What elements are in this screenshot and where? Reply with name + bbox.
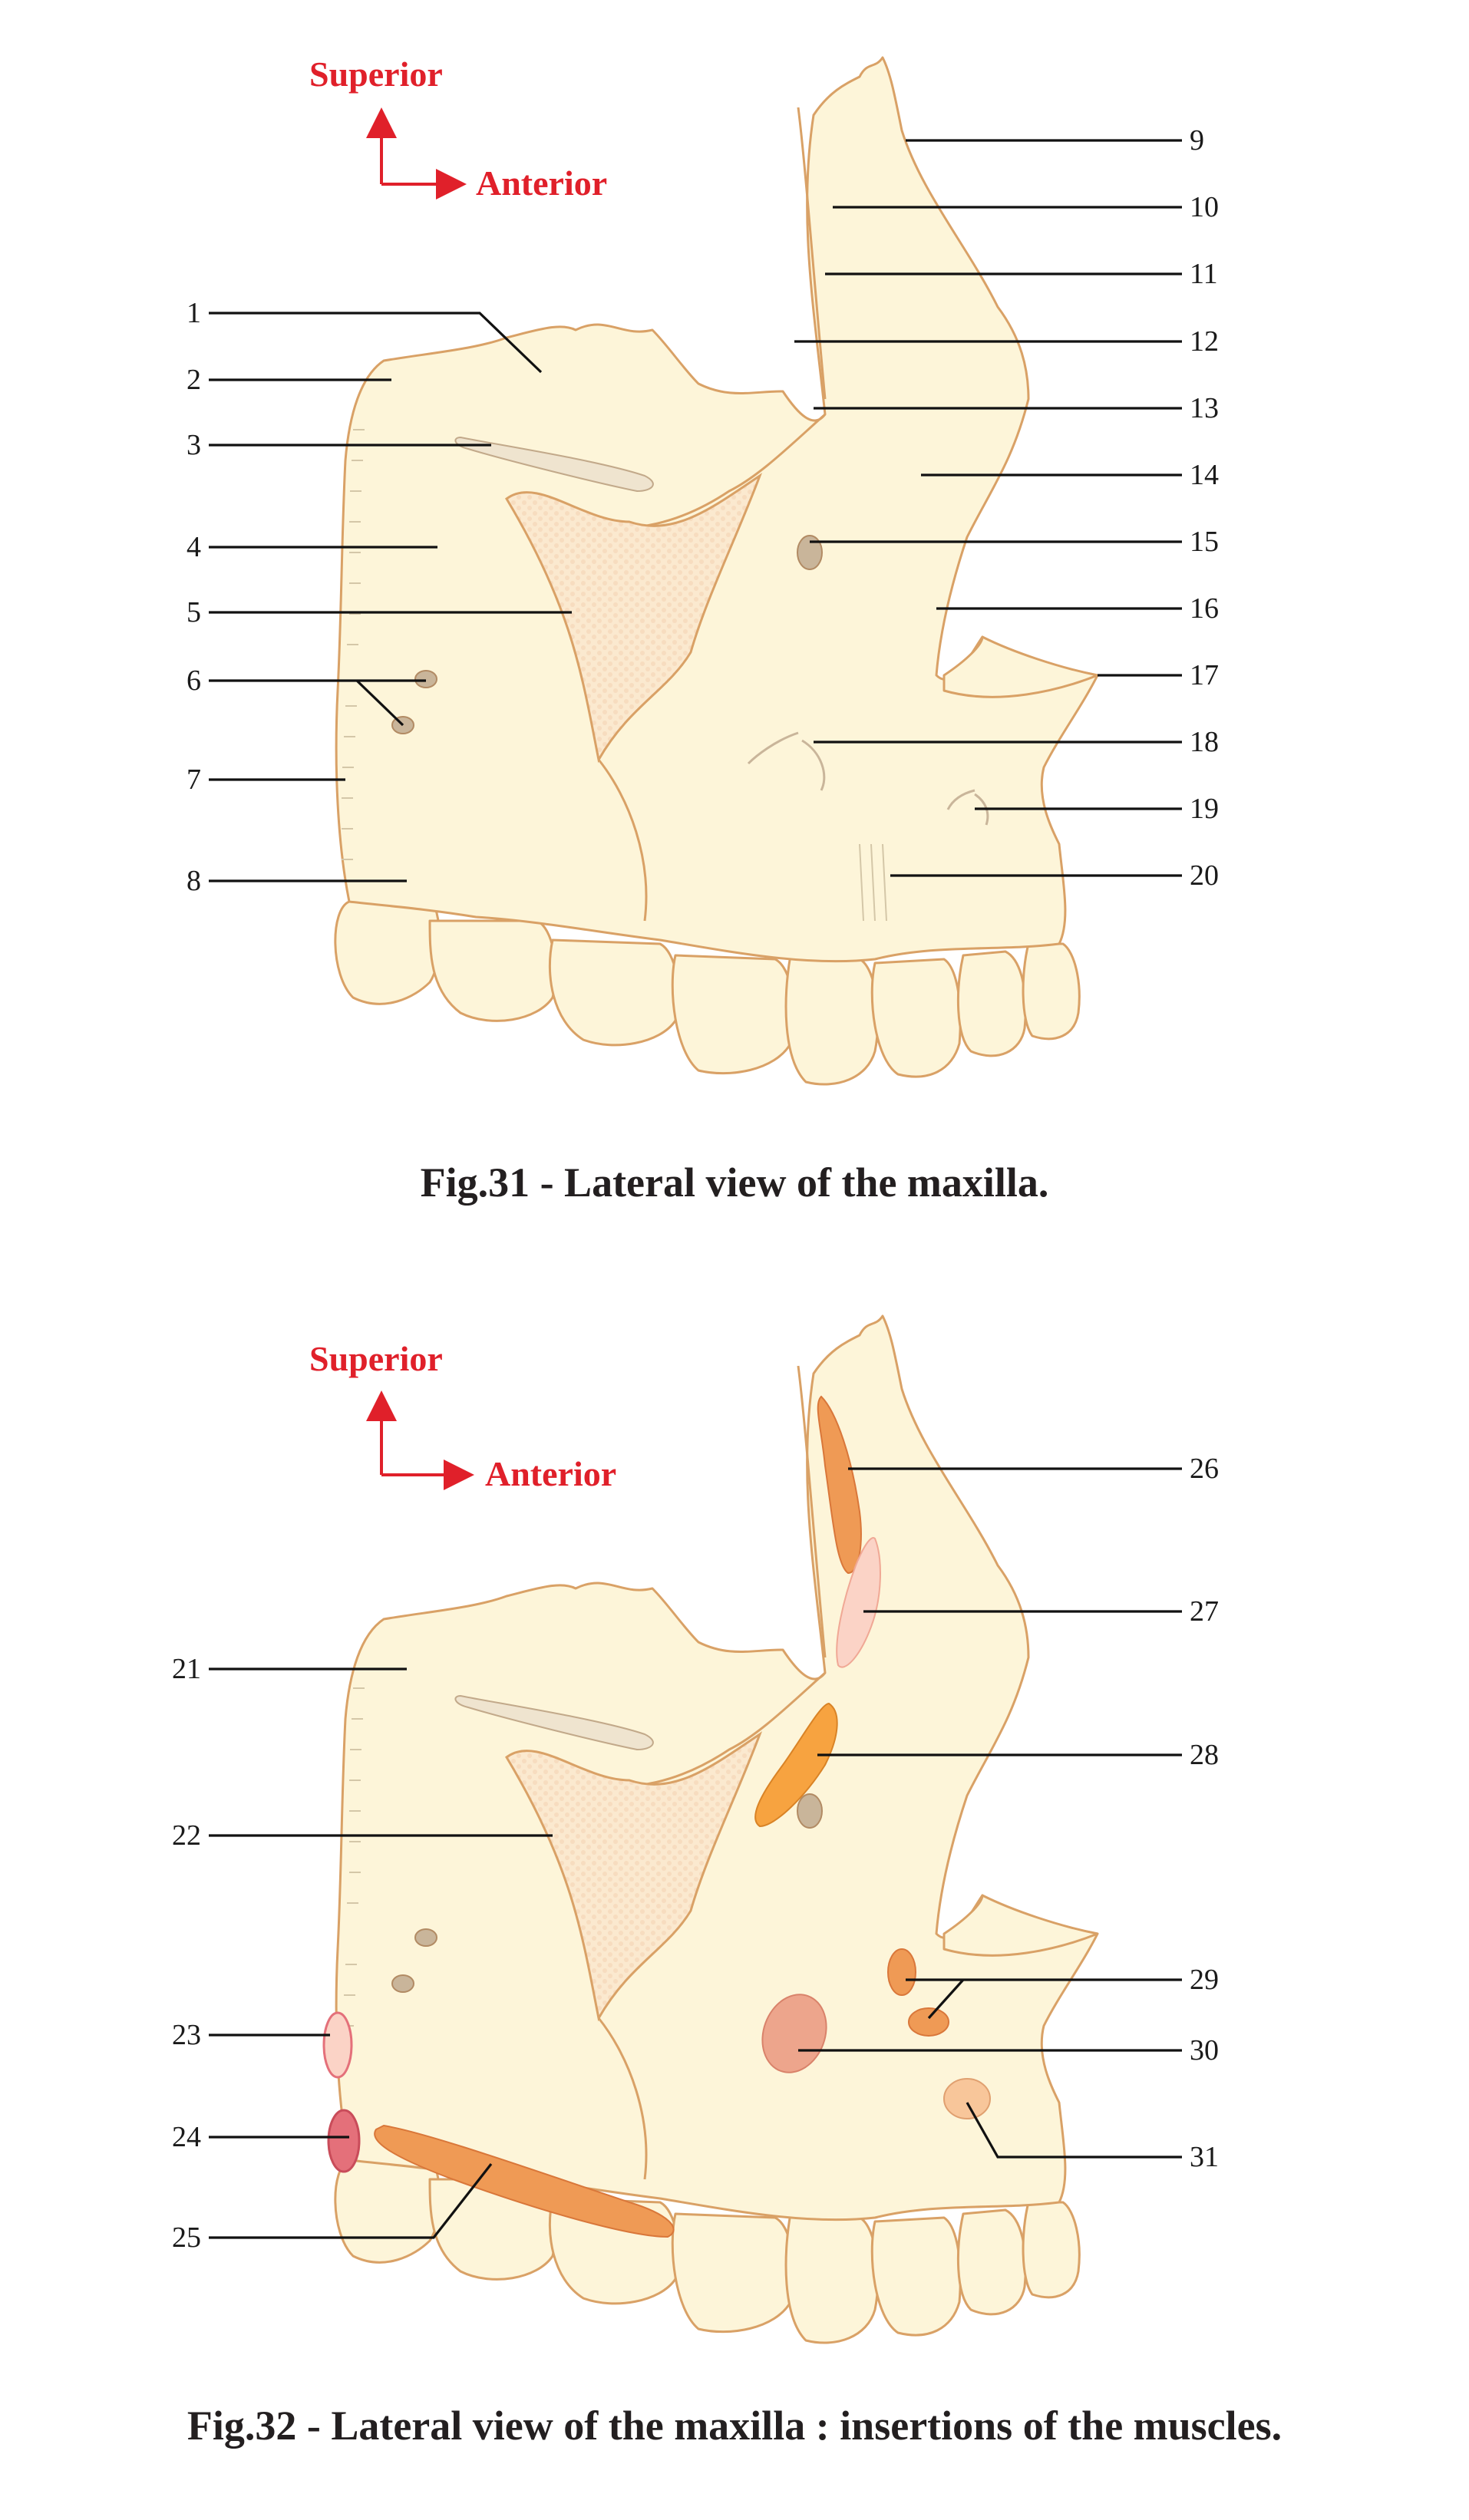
label-29: 29 (1190, 1964, 1219, 1996)
insertion-24 (327, 2109, 361, 2173)
figure-31-caption: Fig.31 - Lateral view of the maxilla. (420, 1159, 1049, 1206)
superior-label: Superior (309, 54, 443, 94)
label-25: 25 (172, 2221, 201, 2254)
label-23: 23 (172, 2019, 201, 2051)
label-19: 19 (1190, 793, 1219, 825)
label-4: 4 (187, 531, 201, 563)
label-21: 21 (172, 1653, 201, 1685)
insertion-28 (754, 1702, 838, 1828)
orientation-indicator-2: Superior Anterior (309, 1339, 616, 1493)
label-2: 2 (187, 364, 201, 396)
groove (454, 436, 654, 493)
label-11: 11 (1190, 258, 1218, 290)
teeth-2 (334, 2151, 1081, 2344)
anterior-label-2: Anterior (485, 1454, 616, 1493)
insertion-29b (908, 2007, 949, 2037)
label-1: 1 (187, 297, 201, 329)
label-7: 7 (187, 764, 201, 796)
label-31: 31 (1190, 2141, 1219, 2173)
muscle-insertions (322, 1395, 991, 2238)
label-17: 17 (1190, 659, 1219, 691)
number-labels-31: 1 2 3 4 5 6 7 8 9 10 11 12 13 14 15 16 1… (187, 124, 1219, 897)
insertion-27 (836, 1537, 881, 1668)
label-12: 12 (1190, 325, 1219, 358)
label-5: 5 (187, 596, 201, 628)
maxilla-diagram-31: Superior Anterior (187, 54, 1219, 1086)
label-3: 3 (187, 429, 201, 461)
infraorbital-foramen (797, 535, 823, 570)
leader-lines (209, 139, 1182, 882)
superior-label-2: Superior (309, 1339, 443, 1378)
figure-32-caption: Fig.32 - Lateral view of the maxilla : i… (187, 2403, 1282, 2449)
insertion-26 (817, 1395, 862, 1575)
number-labels-32: 21 22 23 24 25 26 27 28 29 30 31 (172, 1453, 1219, 2254)
label-24: 24 (172, 2121, 201, 2153)
figure-31: Superior Anterior (0, 0, 1469, 1258)
label-8: 8 (187, 865, 201, 897)
anterior-label: Anterior (476, 163, 607, 203)
label-27: 27 (1190, 1595, 1219, 1628)
label-16: 16 (1190, 592, 1219, 625)
leader-lines-2 (209, 1467, 1182, 2239)
label-28: 28 (1190, 1739, 1219, 1771)
label-10: 10 (1190, 191, 1219, 223)
maxilla-diagram-32: Superior Anterior (172, 1314, 1219, 2344)
label-18: 18 (1190, 726, 1219, 758)
figure-32: Superior Anterior (0, 1258, 1469, 2520)
label-14: 14 (1190, 459, 1219, 491)
insertion-31 (943, 2078, 991, 2119)
label-30: 30 (1190, 2034, 1219, 2066)
label-13: 13 (1190, 392, 1219, 424)
label-26: 26 (1190, 1453, 1219, 1485)
label-20: 20 (1190, 859, 1219, 892)
insertion-30 (761, 1994, 827, 2073)
insertion-25 (374, 2124, 675, 2238)
insertion-23 (322, 2011, 353, 2079)
label-9: 9 (1190, 124, 1204, 157)
label-22: 22 (172, 1819, 201, 1852)
insertion-29a (887, 1948, 916, 1996)
label-6: 6 (187, 665, 201, 697)
teeth (334, 892, 1081, 1086)
label-15: 15 (1190, 526, 1219, 558)
zygomatic-process-area (505, 473, 763, 764)
orientation-indicator: Superior Anterior (309, 54, 607, 203)
